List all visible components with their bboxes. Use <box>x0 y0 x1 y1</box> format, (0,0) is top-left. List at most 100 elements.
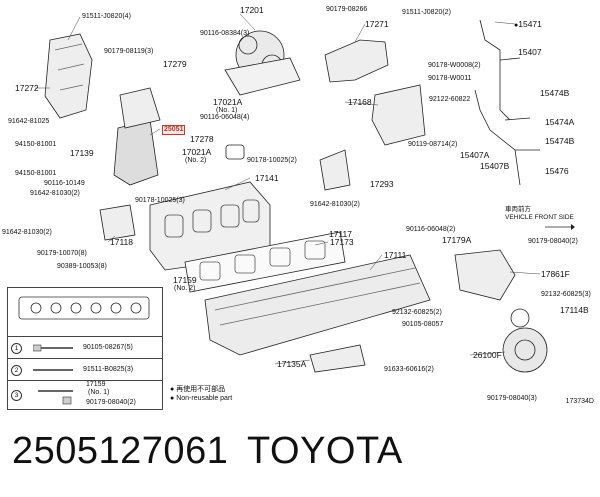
reuse-note: ● 再使用不可部品 <box>170 384 225 394</box>
callout-l91511a: 91511-J0820(4) <box>82 13 131 20</box>
callout-l17139: 17139 <box>70 148 94 158</box>
legend-part-2: 90179-08040(2) <box>86 399 136 406</box>
bolt-icon <box>33 344 73 352</box>
legend-part: 90105-08267(5) <box>83 344 133 351</box>
vehicle-front-note: 車両前方 VEHICLE FRONT SIDE <box>505 206 574 222</box>
callout-l15407: 15407 <box>518 47 542 57</box>
front-arrow-icon <box>545 224 575 230</box>
legend-part: 91511-B0825(3) <box>83 366 134 373</box>
callout-l17159a: 17159 <box>173 275 197 285</box>
callout-l15407B: 15407B <box>480 161 510 171</box>
callout-l90179b: 90179-08119(3) <box>104 48 154 55</box>
callout-l90119: 90119-08714(2) <box>408 141 458 148</box>
callout-l90179a: 90179-08266 <box>326 6 368 13</box>
callout-l90116a: 90116-08384(3) <box>200 30 250 37</box>
callout-l17173: 17173 <box>330 237 354 247</box>
callout-l94150b: 94150-81001 <box>15 170 57 177</box>
part-number: 2505127061 <box>12 430 229 472</box>
callout-l90179d: 90179-10070(8) <box>37 250 87 257</box>
callout-l15474A: 15474A <box>545 117 575 127</box>
callout-l92122: 92122-60822 <box>429 96 471 103</box>
callout-l91633: 91633-60616(2) <box>384 366 434 373</box>
callout-l90178d: 90178-10025(3) <box>135 197 185 204</box>
callout-l17293: 17293 <box>370 179 394 189</box>
heat-shield-17271 <box>324 39 389 83</box>
callout-l17271: 17271 <box>365 19 389 29</box>
stud-icon <box>33 369 73 371</box>
legend-row-3: 3 17159 (No. 1) 90179-08040(2) <box>8 380 162 410</box>
callout-l92132a: 92132-60825(3) <box>541 291 591 298</box>
callout-l15474B: 15474B <box>540 88 570 98</box>
callout-l17111: 17111 <box>384 250 407 260</box>
throttle-body-26100F <box>502 327 548 373</box>
callout-l17021Ab_no: (No. 2) <box>185 157 207 164</box>
callout-l17117: 17117 <box>329 229 353 239</box>
callout-l91642d: 91642-81030(2) <box>2 229 52 236</box>
filled-dot-icon: ● <box>170 386 175 393</box>
legend-box: 1 90105-08267(5) 2 91511-B0825(3) 3 1715… <box>7 287 163 410</box>
front-note-jp: 車両前方 <box>505 206 531 213</box>
callout-l17141: 17141 <box>255 173 279 183</box>
reuse-note-en: Non-reusable part <box>176 395 233 402</box>
brand-name: TOYOTA <box>247 430 403 472</box>
bracket-17293 <box>319 149 351 191</box>
parts-drawing <box>35 13 548 373</box>
callout-l17861F: 17861F <box>541 269 570 279</box>
legend-num: 3 <box>11 390 22 401</box>
callout-l17135A: 17135A <box>277 359 307 369</box>
oil-pipe-15407 <box>479 19 511 121</box>
callout-l17179A: 17179A <box>442 235 472 245</box>
callout-l90116b: 90116-06048(4) <box>200 114 250 121</box>
callout-l15471: ●15471 <box>514 19 542 29</box>
callout-l91642a: 91642-81025 <box>8 118 50 125</box>
legend-num: 1 <box>11 343 22 354</box>
callout-l90179e: 90179-08040(3) <box>487 395 537 402</box>
callout-l17168: 17168 <box>348 97 372 107</box>
callout-l94150: 94150-81001 <box>15 141 57 148</box>
bracket-17135A <box>309 344 366 373</box>
legend-row-2: 2 91511-B0825(3) <box>8 358 162 381</box>
callout-l91642c: 91642-81030(2) <box>310 201 360 208</box>
legend-num: 2 <box>11 365 22 376</box>
callout-l17159a_no: (No. 2) <box>174 285 196 292</box>
reuse-note-jp: 再使用不可部品 <box>176 386 226 393</box>
legend-part: 17159 <box>86 381 106 388</box>
callout-l17272: 17272 <box>15 83 39 93</box>
callout-l25051: 25051 <box>162 125 186 135</box>
callout-l90178c: 90178-10025(2) <box>247 157 297 164</box>
callout-l17114B: 17114B <box>560 305 589 315</box>
callout-l92132b: 92132-60825(2) <box>392 309 442 316</box>
callout-l15474B2: 15474B <box>545 136 575 146</box>
legend-row-1: 1 90105-08267(5) <box>8 336 162 359</box>
callout-l90105a: 90105-08057 <box>402 321 444 328</box>
front-note-en: VEHICLE FRONT SIDE <box>505 214 574 221</box>
callout-l17278: 17278 <box>190 134 214 144</box>
callout-l17118: 17118 <box>110 237 134 247</box>
callout-l17021Aa_no: (No. 1) <box>216 107 238 114</box>
callout-l91511b: 91511-J0820(2) <box>402 9 451 16</box>
filled-dot-icon: ● <box>514 22 519 29</box>
callout-l90178a: 90178-W0008(2) <box>428 62 481 69</box>
gasket-17278 <box>225 144 245 160</box>
callout-l17021Ab: 17021A <box>182 147 212 157</box>
filled-dot-icon: ● <box>170 395 175 402</box>
callout-l17279a: 17279 <box>163 59 187 69</box>
insulator-17168 <box>371 84 426 146</box>
gasket-17114B <box>510 308 530 328</box>
callout-l90116c: 90116-10149 <box>44 180 85 187</box>
illustration-ref-code: 173734D <box>565 398 594 405</box>
callout-l15407A: 15407A <box>460 150 490 160</box>
egr-pipe-17179A <box>454 249 516 301</box>
heat-shield-17272 <box>44 33 93 119</box>
catalytic-converter-25051 <box>113 119 159 186</box>
callout-l90178b: 90178-W0011 <box>428 75 472 82</box>
reuse-note-en-row: ● Non-reusable part <box>170 395 232 402</box>
callout-l17021Aa: 17021A <box>213 97 243 107</box>
legend-part-sub: (No. 1) <box>88 389 110 396</box>
callout-l15476: 15476 <box>545 166 569 176</box>
stud-nut-icon <box>38 390 73 405</box>
callout-l90389: 90389-10053(8) <box>57 263 107 270</box>
callout-l90116d: 90116-06048(2) <box>406 226 456 233</box>
callout-l90179c: 90179-08040(2) <box>528 238 578 245</box>
